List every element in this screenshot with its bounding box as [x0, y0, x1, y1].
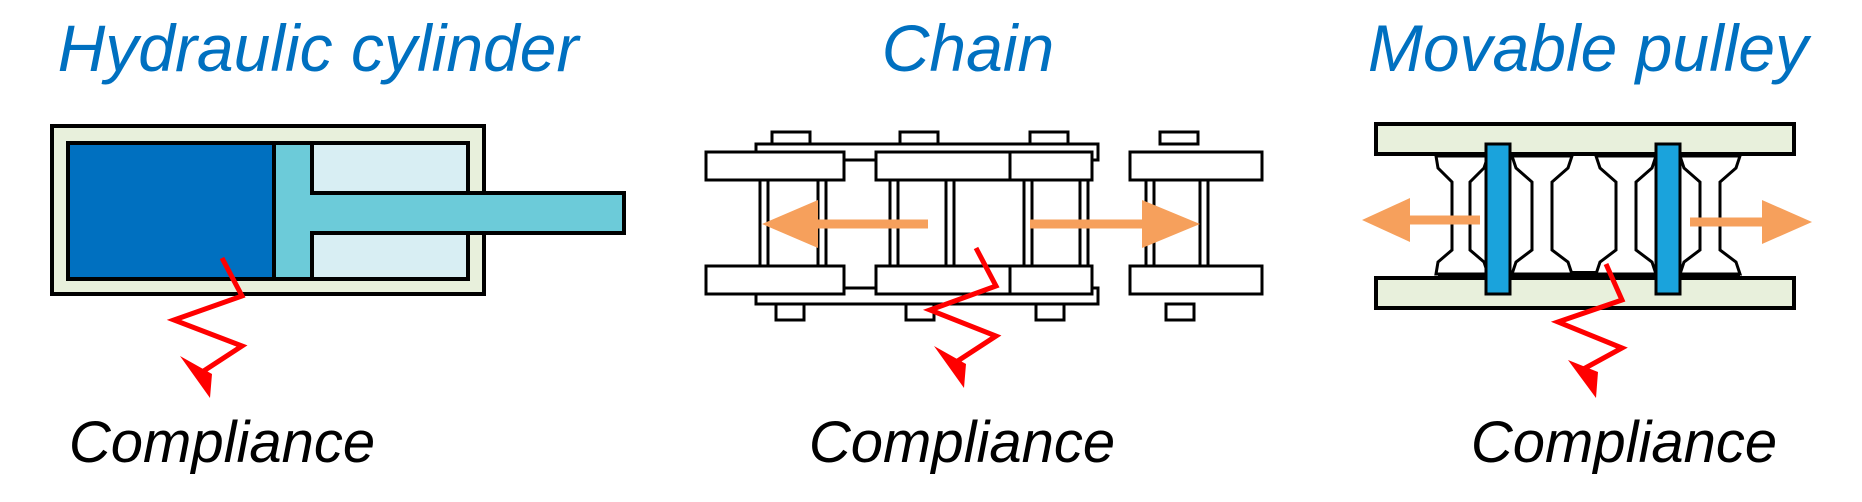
- compliance-spring-icon: [166, 256, 248, 379]
- chain-link-plate: [1128, 264, 1264, 296]
- pulley-shaft: [1484, 142, 1512, 296]
- pulley-top-plate: [1374, 122, 1796, 156]
- chain-pin: [944, 174, 956, 272]
- compliance-arrowhead: [1568, 360, 1598, 398]
- pulley-sheave: [1509, 154, 1575, 276]
- chain-link-plate: [704, 264, 846, 296]
- hydraulic-cylinder-title: Hydraulic cylinder: [57, 11, 579, 85]
- pulley-sheave: [1434, 154, 1491, 276]
- chain-pin: [1198, 174, 1210, 272]
- chain: [704, 130, 1264, 388]
- pulley-sheave: [1593, 154, 1659, 276]
- movable-pulley-title: Movable pulley: [1367, 11, 1809, 85]
- movable-pulley: [1362, 122, 1812, 398]
- compliance-spring-icon: [1550, 262, 1628, 375]
- compliance-arrowhead: [180, 356, 212, 398]
- pulley-compliance-caption: Compliance: [1470, 410, 1778, 475]
- chain-title: Chain: [881, 11, 1055, 85]
- chain-compliance-caption: Compliance: [808, 410, 1116, 475]
- tension-arrowhead-right: [1142, 200, 1200, 248]
- pulley-shaft: [1654, 142, 1682, 296]
- compliance-arrowhead: [934, 346, 966, 388]
- chain-link-plate: [1008, 264, 1094, 296]
- force-arrowhead-left: [1362, 198, 1410, 242]
- piston-and-rod: [272, 141, 626, 281]
- force-arrowhead-right: [1762, 200, 1812, 244]
- compliance-spring-icon: [922, 246, 1002, 369]
- pulley-sheave: [1677, 154, 1743, 276]
- hydraulic-compliance-caption: Compliance: [68, 410, 376, 475]
- pulley-bottom-plate: [1374, 276, 1796, 310]
- chain-link-plate: [1128, 150, 1264, 182]
- chain-link-plate: [1008, 150, 1094, 182]
- hydraulic-cylinder: [50, 124, 626, 398]
- pressurized-fluid: [66, 141, 276, 281]
- tension-arrowhead-left: [762, 200, 818, 248]
- chain-link-plate: [704, 150, 846, 182]
